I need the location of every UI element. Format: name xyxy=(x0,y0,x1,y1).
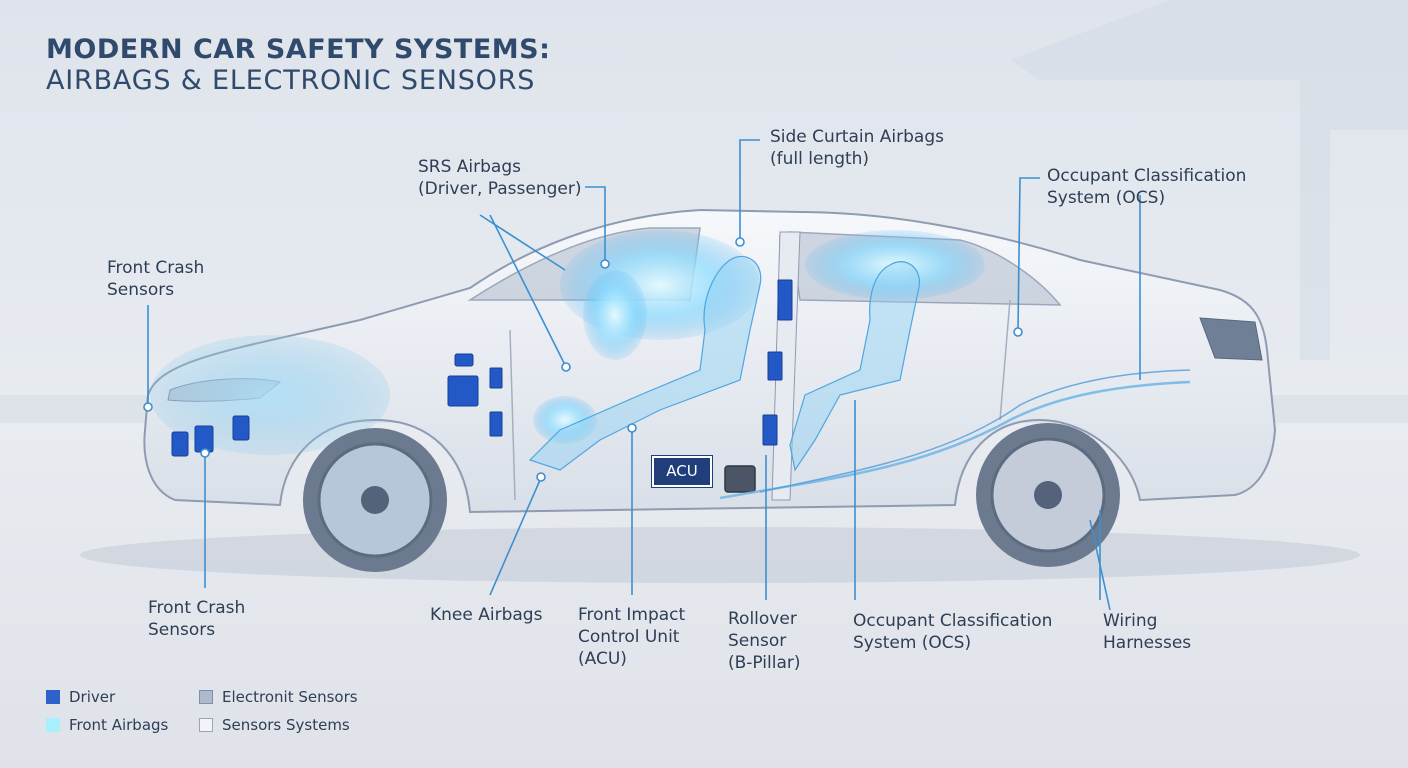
label-side-curtain-airbags: Side Curtain Airbags (full length) xyxy=(770,126,944,170)
front-sensor-2 xyxy=(194,425,214,453)
label-line: Wiring xyxy=(1103,611,1158,631)
wiring-harness-2 xyxy=(759,369,1191,493)
legend-swatch xyxy=(199,718,213,732)
door-sensor-1 xyxy=(489,367,503,389)
front-wheel xyxy=(303,428,447,572)
leader-wiring-2 xyxy=(1089,519,1111,611)
label-ocs-upper: Occupant Classification System (OCS) xyxy=(1047,165,1246,209)
legend-label: Sensors Systems xyxy=(222,716,350,734)
airbag-glows xyxy=(533,230,985,444)
engine-sensor-1 xyxy=(447,375,479,407)
label-front-impact-control-unit: Front Impact Control Unit (ACU) xyxy=(578,604,685,670)
label-front-crash-sensors-lower: Front Crash Sensors xyxy=(148,597,245,641)
label-line: (ACU) xyxy=(578,649,627,669)
title-line-2: AIRBAGS & ELECTRONIC SENSORS xyxy=(46,65,536,97)
label-line: Harnesses xyxy=(1103,633,1192,653)
legend-label: Front Airbags xyxy=(69,716,169,734)
driver-figure xyxy=(528,255,762,471)
label-line: Occupant Classification xyxy=(853,611,1053,631)
occupants xyxy=(528,255,920,472)
legend-swatch xyxy=(199,690,213,704)
label-ocs-lower: Occupant Classification System (OCS) xyxy=(853,610,1052,654)
front-sensor-3 xyxy=(232,415,250,441)
b-pillar-sensor-1 xyxy=(777,279,793,321)
driver-airbag xyxy=(583,270,647,360)
label-line: (Driver, Passenger) xyxy=(418,179,582,199)
leader-side-curtain xyxy=(739,139,760,240)
label-line: Side Curtain Airbags xyxy=(770,127,944,147)
legend-item-front-airbags: Front Airbags xyxy=(46,716,168,734)
leader-ocs-upper xyxy=(1017,177,1040,331)
legend-item-sensors-systems: Sensors Systems xyxy=(199,716,350,734)
label-line: SRS Airbags xyxy=(418,157,521,177)
legend-label: Driver xyxy=(69,688,116,706)
acu-tag: ACU xyxy=(652,456,712,487)
legend-swatch xyxy=(46,690,60,704)
b-pillar-sensor-2 xyxy=(767,351,783,381)
wiring-harness xyxy=(719,380,1191,500)
label-line: Rollover xyxy=(728,609,797,629)
legend-label: Electronit Sensors xyxy=(222,688,358,706)
leader-srs-3 xyxy=(489,214,566,366)
car-shadow xyxy=(80,527,1360,583)
acu-module xyxy=(724,465,756,493)
legend-swatch xyxy=(46,718,60,732)
sensors xyxy=(171,279,793,457)
label-knee-airbags: Knee Airbags xyxy=(430,604,542,626)
rollover-sensor xyxy=(762,414,778,446)
legend: Driver Front Airbags Electronit Sensors … xyxy=(46,688,386,740)
legend-item-electronit-sensors: Electronit Sensors xyxy=(199,688,358,706)
label-line: Knee Airbags xyxy=(430,605,543,625)
label-front-crash-sensors-upper: Front Crash Sensors xyxy=(107,257,204,301)
title-line-1: MODERN CAR SAFETY SYSTEMS: xyxy=(46,34,551,65)
label-line: Occupant Classification xyxy=(1047,166,1247,186)
leader-srs-1 xyxy=(585,186,606,262)
label-line: Front Impact xyxy=(578,605,686,625)
label-line: Front Crash xyxy=(107,258,205,278)
side-curtain-airbag-rear xyxy=(805,230,985,300)
label-srs-airbags: SRS Airbags (Driver, Passenger) xyxy=(418,156,581,200)
label-line: Front Crash xyxy=(148,598,246,618)
front-sensor-1 xyxy=(171,431,189,457)
label-line: Sensor xyxy=(728,631,787,651)
engine-sensor-2 xyxy=(454,353,474,367)
leader-knee xyxy=(489,479,541,596)
label-wiring-harnesses: Wiring Harnesses xyxy=(1103,610,1191,654)
label-line: (full length) xyxy=(770,149,870,169)
knee-airbag xyxy=(533,396,597,444)
page-title: MODERN CAR SAFETY SYSTEMS: AIRBAGS & ELE… xyxy=(46,34,550,96)
label-line: (B-Pillar) xyxy=(728,653,801,673)
rear-wheel xyxy=(976,423,1120,567)
label-line: Sensors xyxy=(148,620,216,640)
label-line: System (OCS) xyxy=(1047,188,1166,208)
legend-item-driver: Driver xyxy=(46,688,115,706)
door-sensor-2 xyxy=(489,411,503,437)
label-line: Sensors xyxy=(107,280,175,300)
label-line: System (OCS) xyxy=(853,633,972,653)
label-rollover-sensor: Rollover Sensor (B-Pillar) xyxy=(728,608,801,674)
leader-lines xyxy=(143,139,1141,611)
label-line: Control Unit xyxy=(578,627,680,647)
passenger-figure xyxy=(789,261,920,472)
